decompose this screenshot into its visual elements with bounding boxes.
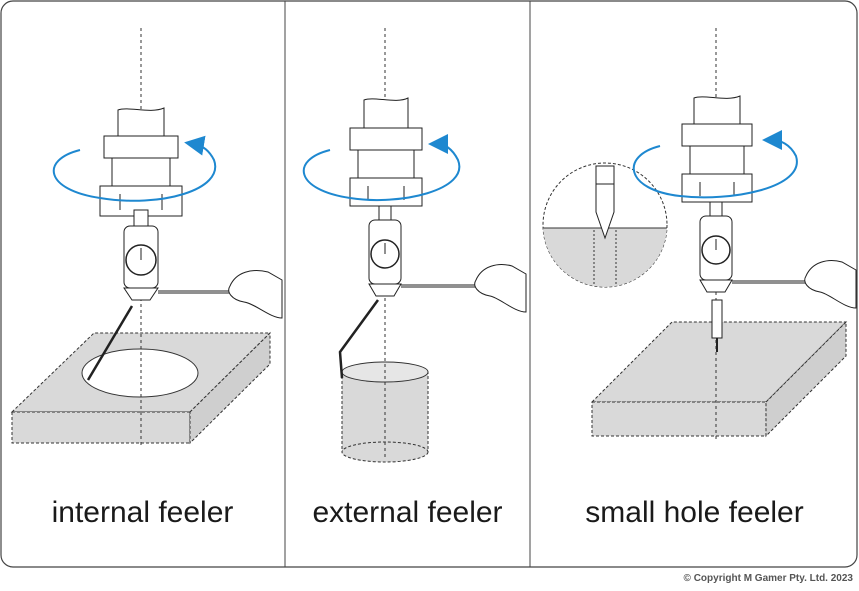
workpiece-hole	[81, 348, 199, 398]
external-feeler-illustration	[302, 28, 527, 463]
caption-external-feeler: external feeler	[312, 496, 503, 529]
rotation-arrow-icon	[52, 135, 217, 202]
caption-small-hole-feeler: small hole feeler	[585, 496, 804, 529]
outer-frame	[0, 0, 858, 568]
stylus	[338, 299, 380, 379]
hand-icon	[804, 260, 857, 309]
hand-icon	[474, 264, 527, 313]
copyright-notice: © Copyright M Gamer Pty. Ltd. 2023	[683, 573, 853, 584]
caption-internal-feeler: internal feeler	[51, 496, 234, 529]
rotation-arrow-icon	[632, 130, 798, 199]
workpiece-side	[765, 320, 847, 438]
internal-feeler-illustration	[10, 28, 283, 445]
workpiece-front	[591, 401, 767, 437]
hand-icon	[228, 270, 283, 319]
small-hole-feeler-illustration	[542, 28, 857, 440]
workpiece-side	[189, 331, 271, 445]
stylus	[711, 299, 723, 339]
diagram-canvas	[0, 0, 858, 568]
rotation-arrow-icon	[302, 134, 461, 202]
workpiece-front	[11, 411, 191, 444]
stylus	[86, 305, 134, 381]
